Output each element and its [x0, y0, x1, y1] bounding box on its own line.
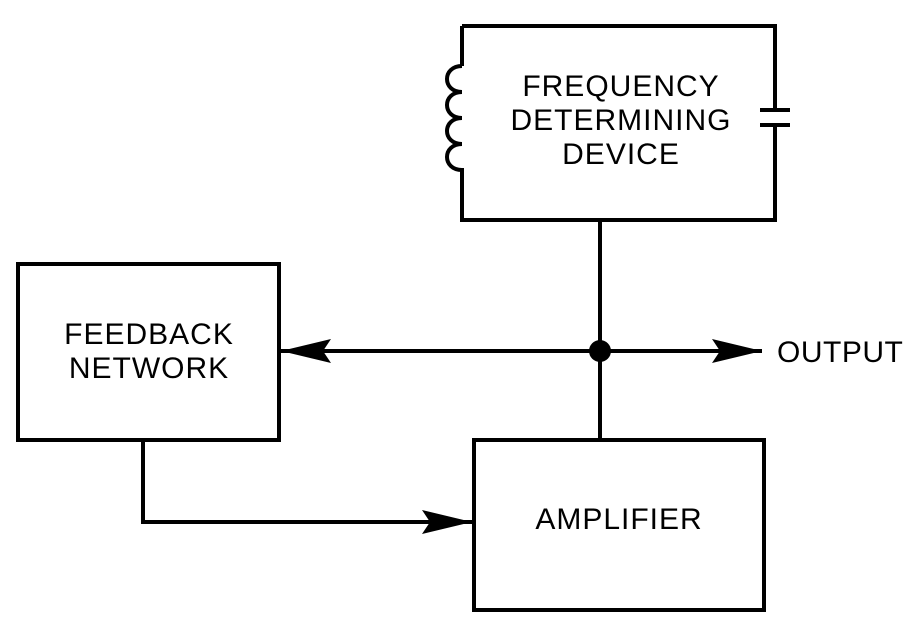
- frequency-device-label: FREQUENCY DETERMINING DEVICE: [490, 70, 752, 172]
- feedback-network-label-line-2: NETWORK: [68, 352, 230, 385]
- frequency-device-label-line-3: DEVICE: [562, 138, 680, 171]
- frequency-device-label-line-1: FREQUENCY: [522, 70, 720, 103]
- feedback-to-amplifier-path: [141, 440, 472, 534]
- junction-dot-icon: [589, 340, 611, 362]
- output-label-text: OUTPUT: [777, 336, 904, 369]
- amplifier-label: AMPLIFIER: [478, 503, 760, 537]
- amplifier-label-text: AMPLIFIER: [535, 503, 703, 536]
- capacitor-icon: [760, 100, 790, 137]
- amplifier-box: [472, 438, 766, 612]
- feedback-network-box: [16, 262, 281, 442]
- frequency-device-label-line-2: DETERMINING: [510, 104, 732, 137]
- frequency-device-box: [460, 24, 777, 222]
- feedback-network-label: FEEDBACK NETWORK: [22, 318, 276, 386]
- inductor-icon: [445, 64, 464, 180]
- feedback-network-label-line-1: FEEDBACK: [64, 318, 234, 351]
- output-label: OUTPUT: [777, 336, 917, 370]
